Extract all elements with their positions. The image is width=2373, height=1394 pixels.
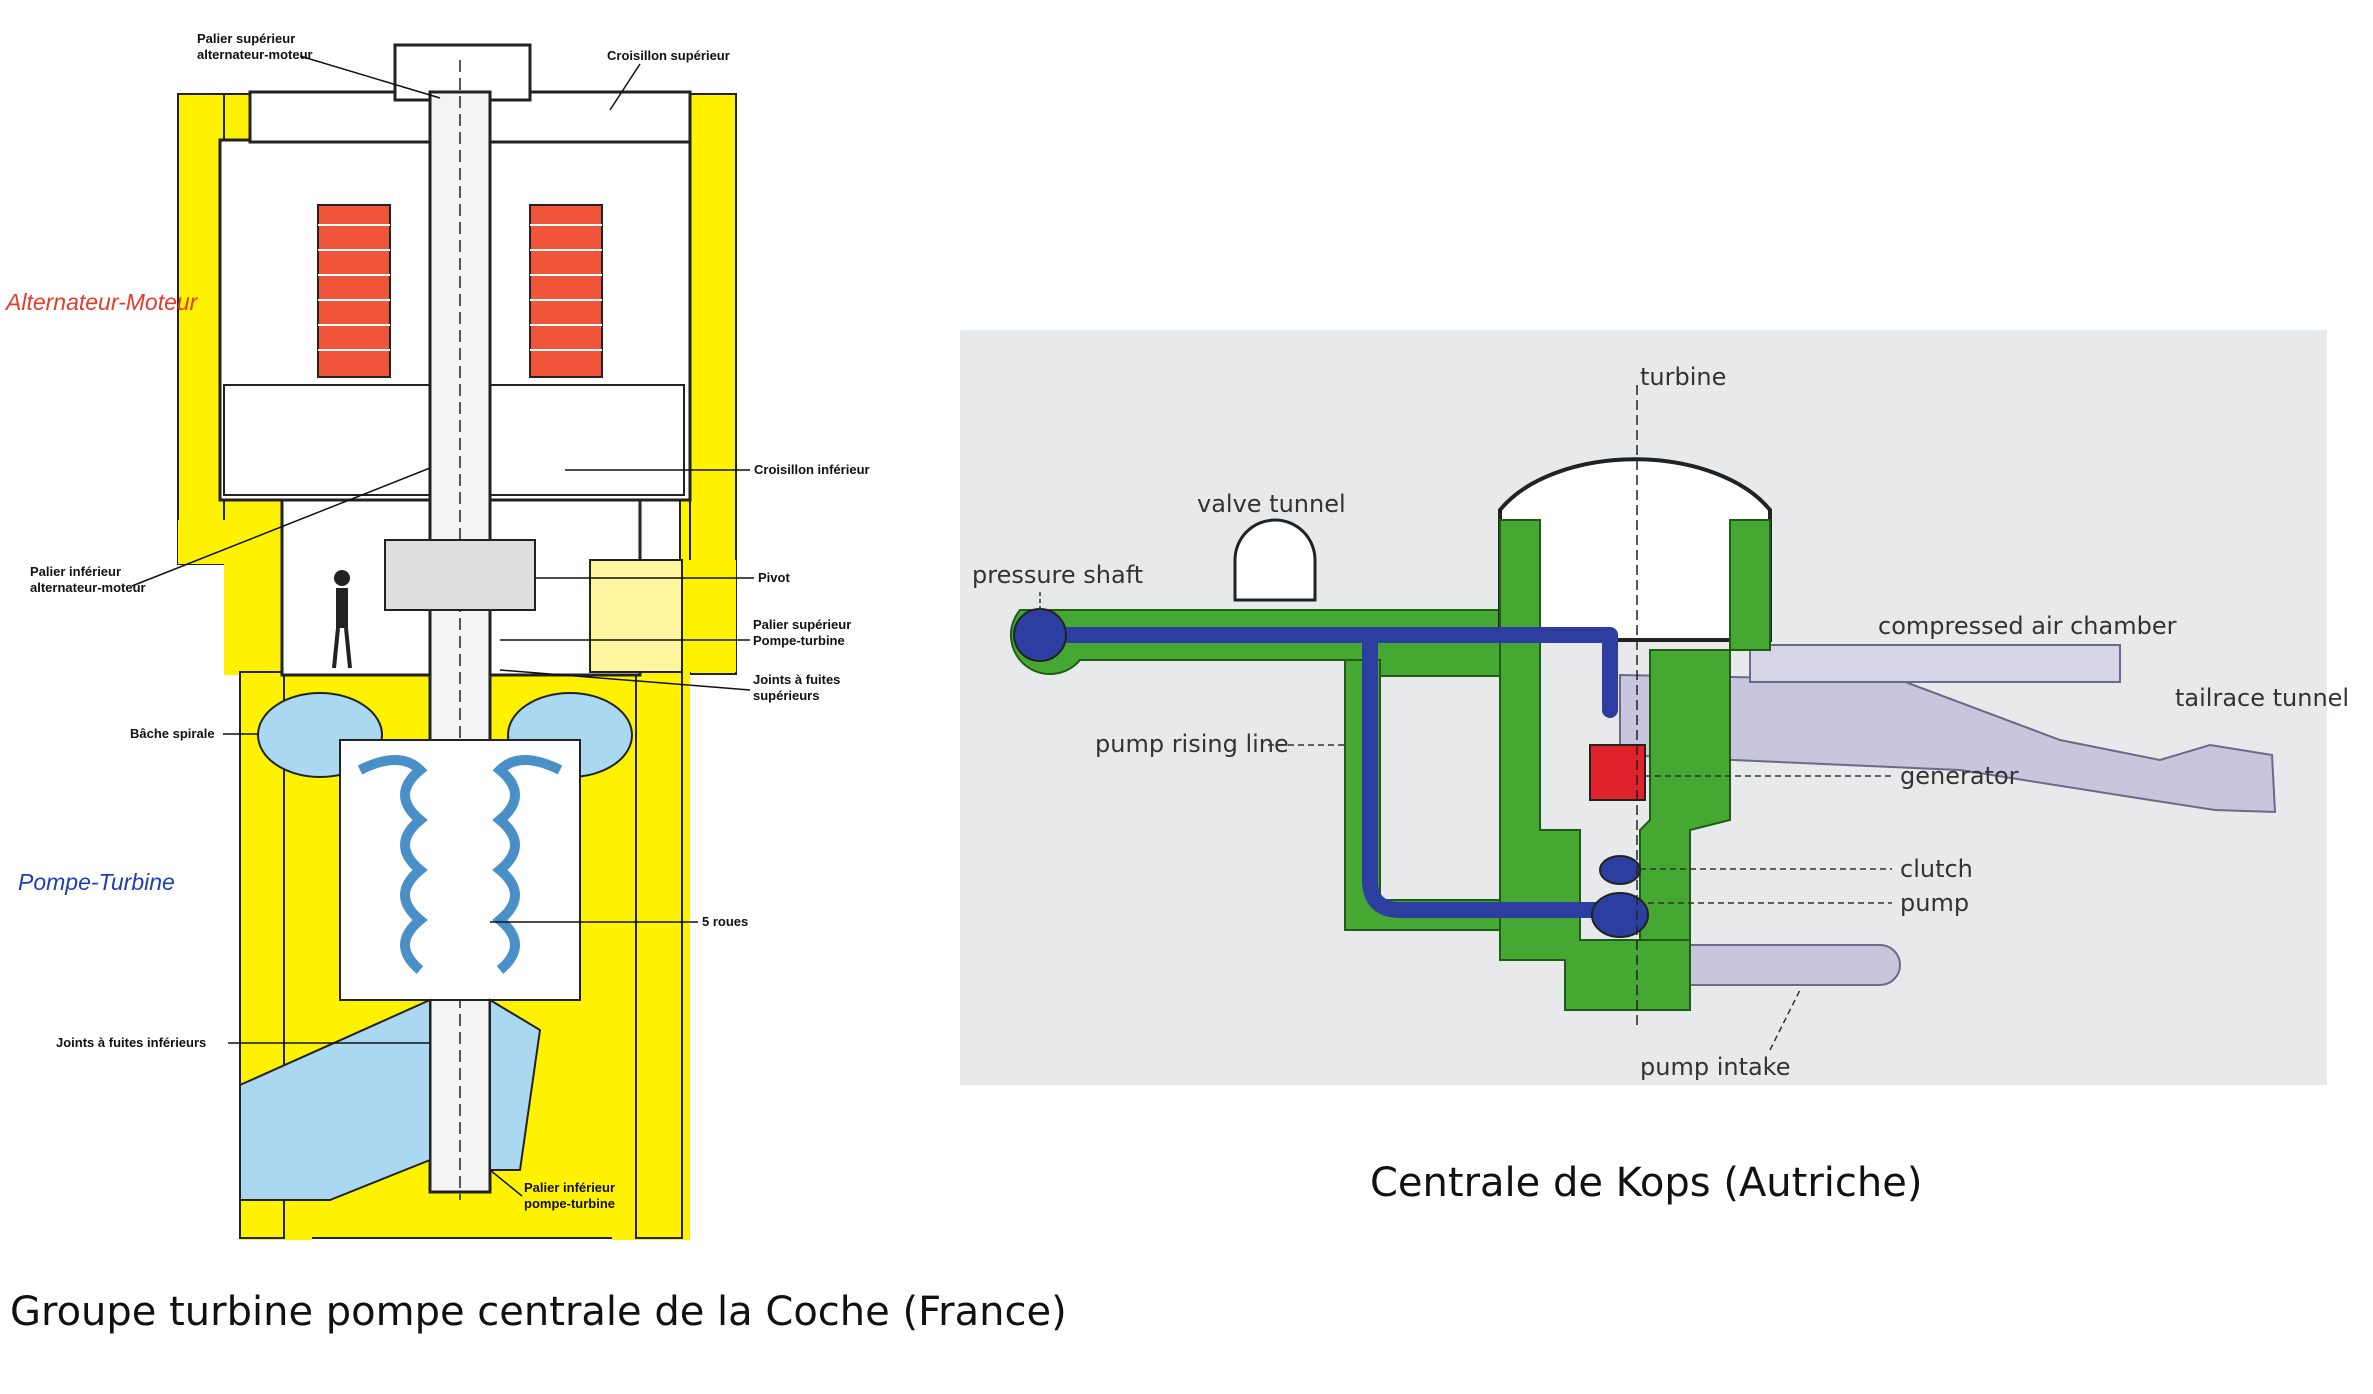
label-palier-inf-alt-2: alternateur-moteur xyxy=(30,580,146,595)
label-croisillon-inf: Croisillon inférieur xyxy=(754,462,870,477)
label-tailrace-tunnel: tailrace tunnel xyxy=(2175,684,2349,712)
kops-labels: turbine valve tunnel pressure shaft comp… xyxy=(972,363,2349,1081)
label-compressed-air-chamber: compressed air chamber xyxy=(1878,612,2177,640)
label-palier-inf-alt-1: Palier inférieur xyxy=(30,564,121,579)
pump-intake-tunnel xyxy=(1689,944,1901,986)
label-palier-inf-pompe-2: pompe-turbine xyxy=(524,1196,615,1211)
label-pressure-shaft: pressure shaft xyxy=(972,561,1143,589)
label-alternateur-moteur: Alternateur-Moteur xyxy=(4,289,199,315)
label-turbine: turbine xyxy=(1640,363,1726,391)
label-palier-sup-pompe-1: Palier supérieur xyxy=(753,617,851,632)
caption-kops: Centrale de Kops (Autriche) xyxy=(1370,1160,1922,1206)
label-pump-intake: pump intake xyxy=(1640,1053,1791,1081)
generator-block xyxy=(1589,744,1646,801)
tailrace-tunnel xyxy=(1619,673,2277,814)
label-pump-rising-line: pump rising line xyxy=(1095,730,1289,758)
powerhouse-cavern xyxy=(1498,457,1772,642)
label-palier-sup-pompe-2: Pompe-turbine xyxy=(753,633,845,648)
label-croisillon-sup: Croisillon supérieur xyxy=(607,48,730,63)
label-5-roues: 5 roues xyxy=(702,914,748,929)
label-pivot: Pivot xyxy=(758,570,790,585)
label-valve-tunnel: valve tunnel xyxy=(1197,490,1346,518)
caption-coche: Groupe turbine pompe centrale de la Coch… xyxy=(10,1289,1067,1335)
kops-diagram xyxy=(960,330,2327,1085)
label-generator: generator xyxy=(1900,762,2019,790)
label-pompe-turbine: Pompe-Turbine xyxy=(18,869,175,895)
coche-labels: Palier supérieur alternateur-moteur Croi… xyxy=(4,31,870,1211)
label-joints-sup-1: Joints à fuites xyxy=(753,672,840,687)
coche-diagram xyxy=(177,43,737,1240)
label-pump: pump xyxy=(1900,889,1969,917)
label-palier-inf-pompe-1: Palier inférieur xyxy=(524,1180,615,1195)
label-palier-sup-alt-1: Palier supérieur xyxy=(197,31,295,46)
label-joints-sup-2: supérieurs xyxy=(753,688,819,703)
pump-body xyxy=(1591,892,1649,938)
valve-tunnel xyxy=(1233,518,1317,602)
label-bache-spirale: Bâche spirale xyxy=(130,726,215,741)
label-clutch: clutch xyxy=(1900,855,1973,883)
label-joints-inf: Joints à fuites inférieurs xyxy=(56,1035,206,1050)
penstock-pipe xyxy=(1022,627,1648,918)
label-palier-sup-alt-2: alternateur-moteur xyxy=(197,47,313,62)
